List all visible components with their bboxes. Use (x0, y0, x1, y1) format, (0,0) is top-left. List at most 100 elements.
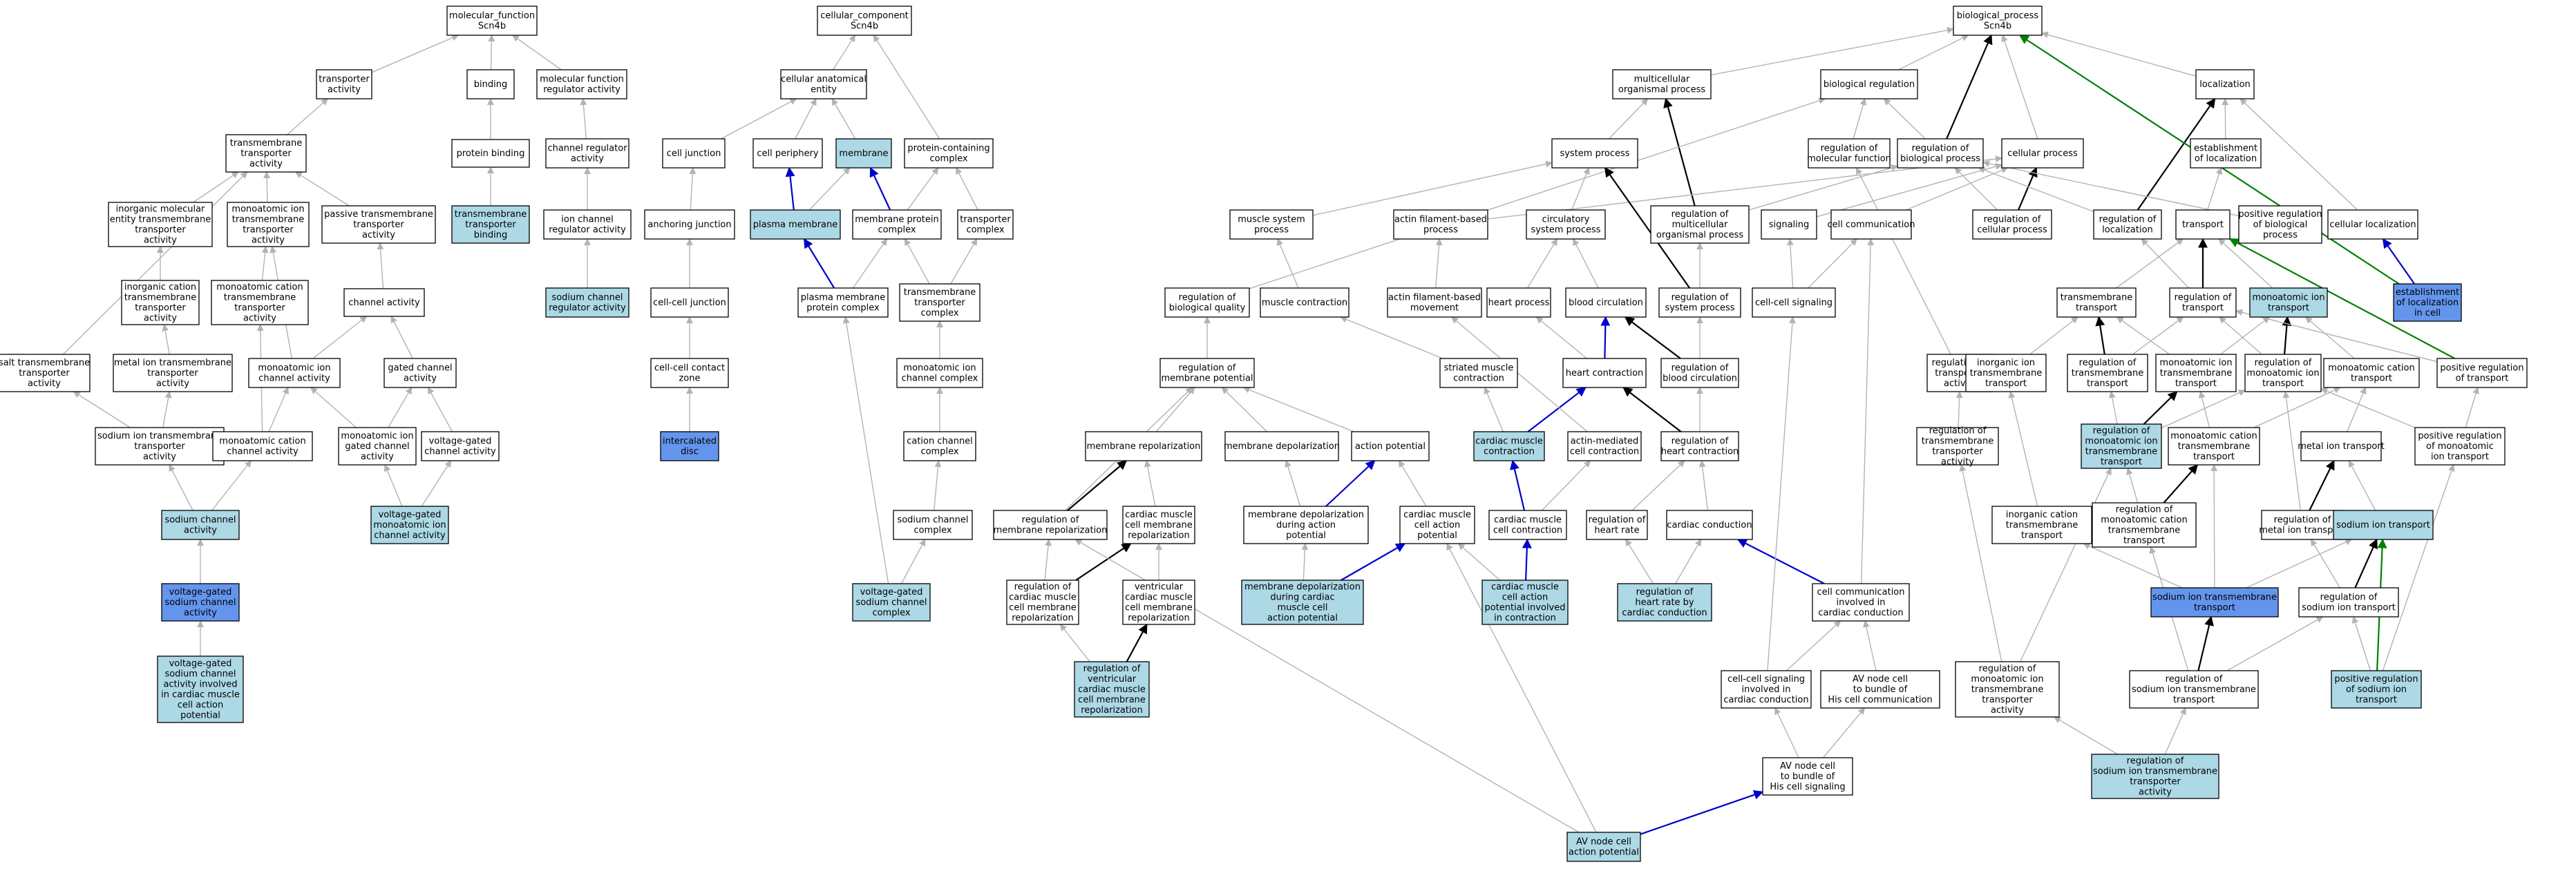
edge-cae-to-cc (832, 35, 856, 70)
node-box (2001, 138, 2084, 169)
edge-imetta-to-tmta (193, 171, 239, 203)
node-trans: transport (2175, 209, 2231, 240)
node-label-line: positive regulation (2440, 363, 2523, 373)
node-box (1972, 209, 2052, 240)
node-label-line: actin filament-based (1388, 292, 1481, 303)
node-label-line: transport (2175, 379, 2217, 389)
edge-sca-to-sitta (169, 464, 193, 511)
node-label-line: transmembrane (2061, 292, 2133, 303)
node-label-line: transmembrane (224, 292, 296, 303)
edge-ictt-to-iitt (2008, 391, 2038, 507)
node-label-line: striated muscle (1444, 363, 1514, 373)
node-label-line: transport (1985, 379, 2027, 389)
edge-avap-to-cmcap (1446, 543, 1597, 833)
node-label-line: cell contraction (1493, 525, 1562, 535)
node-label-line: binding (474, 79, 507, 90)
edge-afbm-to-afbp (1435, 238, 1443, 289)
node-label-line: transport (2182, 220, 2224, 230)
node-ccj: cell-cell junction (650, 287, 729, 318)
node-label-line: positive regulation (2238, 209, 2322, 220)
node-box (2067, 354, 2148, 392)
node-box (121, 280, 200, 325)
edge-rtr-to-rloc (2141, 238, 2190, 289)
node-breg: biological regulation (1820, 69, 1918, 99)
node-box (211, 280, 309, 325)
edge-ccsicc-to-ccs (1767, 316, 1796, 671)
node-box (0, 354, 91, 392)
edge-trans-to-eol (2207, 167, 2223, 211)
node-label-line: transport (2194, 602, 2235, 613)
node-label-line: His cell signaling (1770, 782, 1845, 792)
node-label-line: transporter (1982, 695, 2033, 705)
node-box (1658, 287, 1741, 318)
node-box (957, 209, 1014, 240)
node-label-line: cell communication (1827, 220, 1915, 230)
edge-gca-to-cha (390, 316, 413, 359)
edge-rbp-to-bp (1946, 34, 1993, 140)
edge-rmitta-to-rmitmt (2020, 468, 2112, 662)
node-label-line: transmembrane (2178, 441, 2251, 452)
node-label-line: ventricular (1088, 674, 1137, 685)
edge-rsit-to-rmetit (2310, 539, 2341, 588)
edge-prmit-to-rmit (2320, 387, 2416, 428)
node-ccs: cell-cell signaling (1752, 287, 1836, 318)
node-cdc: cardiac conduction (1666, 510, 1753, 540)
edge-cmcc-to-amcc (1541, 460, 1591, 511)
edge-rsitmt-to-rsit (2226, 616, 2324, 671)
node-label-line: cardiac muscle (1491, 582, 1559, 592)
node-label: sodium ion transport (2336, 520, 2430, 530)
edge-mcon-to-msp (1276, 238, 1299, 289)
node-label-line: regulation of (2175, 292, 2232, 303)
node-label-line: actin-mediated (1571, 436, 1639, 446)
edge-rmetit-to-rmit (2282, 391, 2301, 511)
node-label-line: regulation of (2274, 515, 2331, 525)
node-label-line: sodium channel (164, 669, 236, 679)
edge-ccs-to-ccom (1808, 238, 1857, 289)
edge-sitmt-to-sit (2246, 539, 2353, 588)
node-box (383, 358, 457, 388)
node-label-line: monoatomic ion (2085, 436, 2157, 446)
node-label-line: activity (1941, 457, 1974, 467)
node-label-line: regulation of (1022, 515, 1079, 525)
node-label-line: sodium channel (551, 292, 623, 303)
edge-rtmt-to-rtr (2132, 316, 2184, 355)
node-label-line: sodium ion transmembrane (2132, 685, 2256, 695)
edge-mdapcm-to-cmcap (1341, 543, 1406, 581)
node-box (1439, 358, 1518, 388)
node-box (2238, 205, 2322, 244)
node-label: binding (474, 79, 507, 90)
node-label-line: inorganic cation (124, 282, 196, 292)
node-box (644, 209, 735, 240)
edge-rhc-to-hc (1622, 387, 1682, 432)
